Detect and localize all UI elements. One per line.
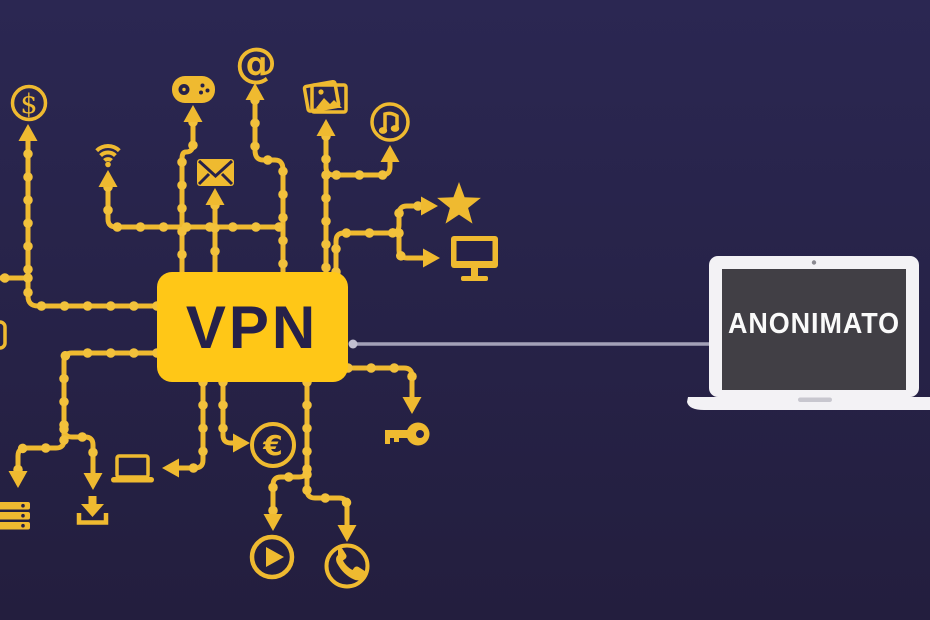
key-icon [385, 422, 430, 446]
connector-node-dot [348, 339, 358, 349]
arrow-up-icon [18, 124, 38, 141]
email-icon [197, 159, 234, 186]
photos-icon [302, 79, 348, 114]
svg-text:€: € [262, 429, 282, 462]
svg-text:@: @ [235, 38, 277, 87]
vpn-label: VPN [186, 294, 318, 361]
laptop-base [687, 397, 930, 410]
star-icon [437, 182, 481, 224]
arrow-down-icon [402, 397, 422, 414]
gamepad-icon [172, 76, 215, 103]
arrow-up-icon [245, 83, 265, 100]
phone-icon [324, 543, 370, 589]
music-icon [370, 102, 410, 142]
laptop-latch [798, 397, 832, 402]
arrow-up-icon [316, 119, 336, 136]
arrow-left-icon [162, 458, 179, 478]
monitor-icon [451, 236, 498, 281]
webcam-icon [811, 260, 817, 265]
arrow-down-icon [263, 514, 283, 531]
at-sign-icon: @ [235, 38, 277, 87]
vpn-to-laptop-connector [348, 339, 714, 349]
laptop: ANONIMATO [687, 256, 930, 410]
arrow-up-icon [98, 170, 118, 187]
arrow-down-icon [83, 473, 103, 490]
circuit-arrows [8, 83, 440, 542]
arrow-right-icon [423, 248, 440, 268]
clipped-edge-icon [0, 320, 7, 350]
play-icon [249, 534, 295, 580]
arrow-right-icon [421, 196, 438, 216]
wifi-icon [95, 144, 121, 168]
euro-icon: € [250, 422, 296, 468]
arrow-right-icon [233, 433, 250, 453]
download-icon [76, 496, 109, 525]
arrow-down-icon [337, 525, 357, 542]
laptop-screen [722, 269, 906, 390]
laptop-small-icon [111, 454, 154, 483]
arrow-up-icon [183, 105, 203, 122]
arrow-up-icon [380, 145, 400, 162]
dollar-icon: $ [10, 84, 48, 122]
laptop-screen-label: ANONIMATO [728, 308, 900, 340]
svg-text:$: $ [20, 89, 37, 120]
vpn-box: VPN [157, 272, 348, 382]
arrow-down-icon [8, 471, 28, 488]
arrow-up-icon [205, 188, 225, 205]
server-icon [0, 502, 30, 530]
